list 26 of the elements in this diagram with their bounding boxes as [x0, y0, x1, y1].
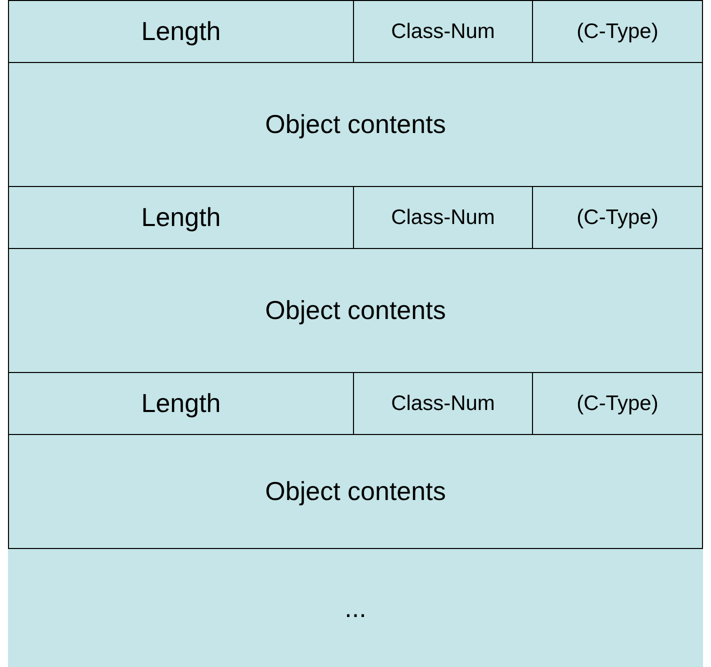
field-cell	[353, 0, 533, 63]
field-label: Object contents	[265, 109, 446, 140]
object-contents-band	[8, 62, 703, 187]
field-cell	[353, 186, 533, 249]
field-cell	[8, 372, 354, 435]
field-label: Object contents	[265, 476, 446, 507]
field-label: (C-Type)	[576, 206, 658, 230]
field-label: ...	[344, 592, 366, 624]
field-cell	[8, 0, 354, 63]
field-label: (C-Type)	[576, 20, 658, 44]
object-contents-band	[8, 434, 703, 549]
field-label: Class-Num	[391, 206, 495, 230]
field-label: Length	[141, 16, 221, 47]
object-contents-band	[8, 248, 703, 373]
field-label: Object contents	[265, 295, 446, 326]
field-cell	[532, 0, 703, 63]
field-label: Length	[141, 388, 221, 419]
field-label: Class-Num	[391, 20, 495, 44]
field-cell	[532, 372, 703, 435]
field-cell	[532, 186, 703, 249]
field-label: Length	[141, 202, 221, 233]
field-cell	[353, 372, 533, 435]
continuation-band	[8, 549, 703, 667]
field-cell	[8, 186, 354, 249]
field-label: (C-Type)	[576, 392, 658, 416]
field-label: Class-Num	[391, 392, 495, 416]
